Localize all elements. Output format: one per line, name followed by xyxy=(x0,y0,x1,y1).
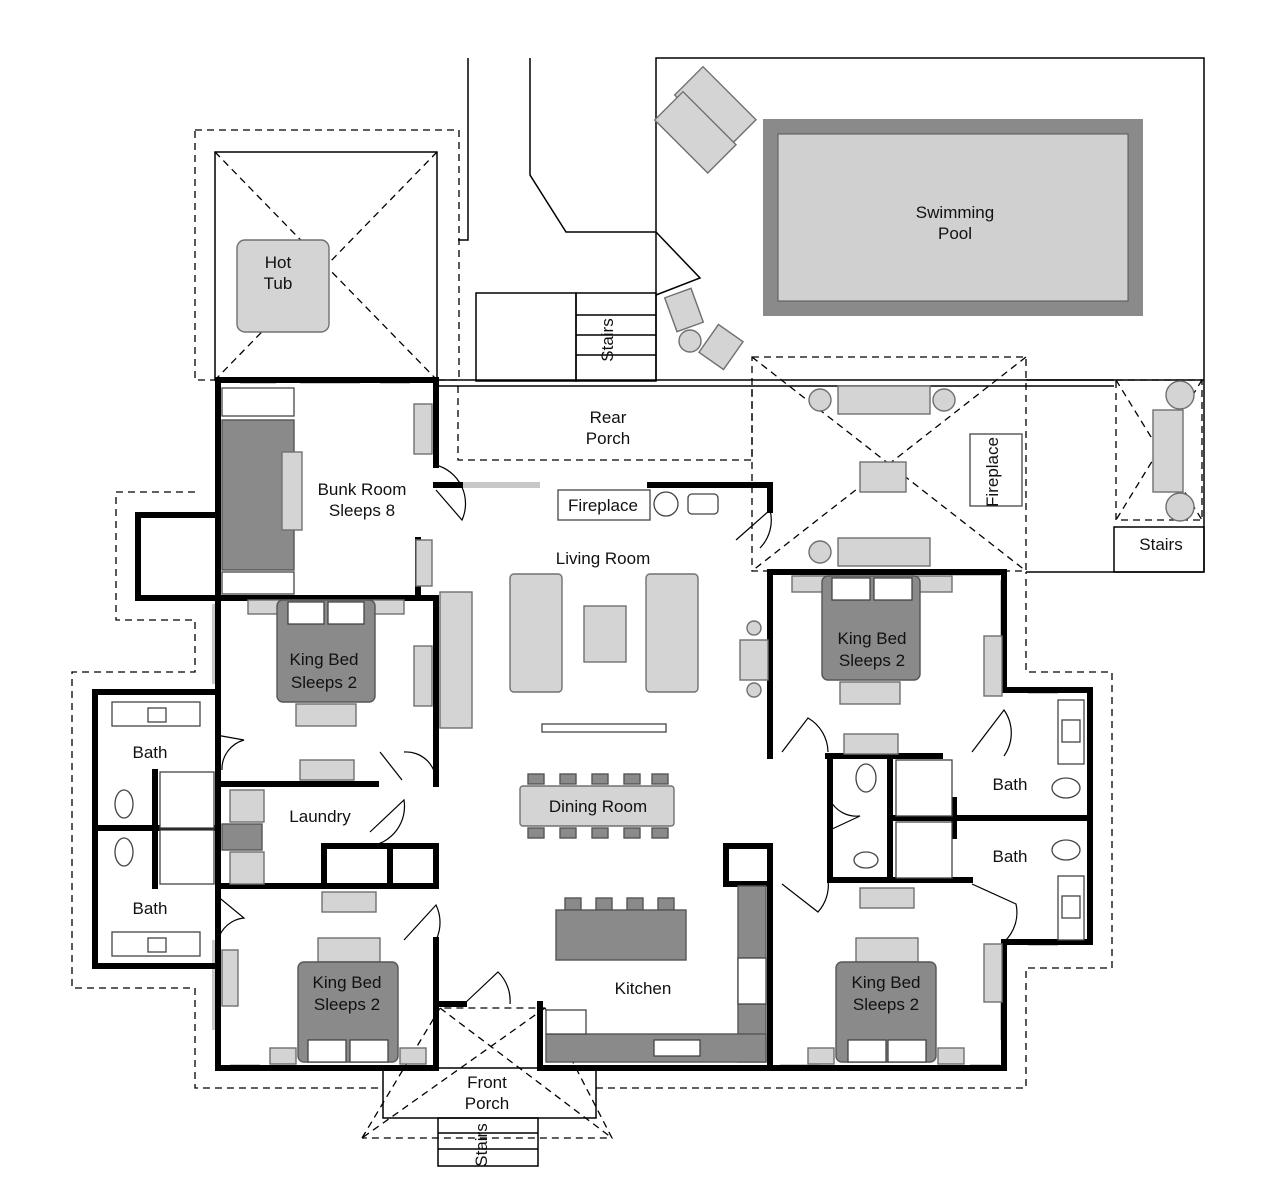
bath-left-top-label: Bath xyxy=(133,743,168,762)
living-room: Fireplace Living Room xyxy=(439,489,769,733)
dining-room-label: Dining Room xyxy=(549,797,647,816)
stairs-front-label: Stairs xyxy=(472,1123,491,1166)
bath-left: Bath Bath xyxy=(111,701,215,957)
fireplace-living-label: Fireplace xyxy=(568,496,638,515)
bed-left-label-line1: King Bed xyxy=(290,650,359,669)
bedroom-bottom-left: King Bed Sleeps 2 xyxy=(221,891,427,1065)
bedroom-bottom-right: King Bed Sleeps 2 xyxy=(807,887,1003,1065)
doors xyxy=(215,464,1018,1005)
bed-bottom-left-label-line2: Sleeps 2 xyxy=(314,995,380,1014)
stairs-right-label: Stairs xyxy=(1139,535,1182,554)
laundry-label: Laundry xyxy=(289,807,351,826)
pool-label-line1: Swimming xyxy=(916,203,994,222)
bedroom-right: King Bed Sleeps 2 xyxy=(791,575,1003,755)
laundry-room: Laundry xyxy=(221,789,351,885)
pool-label-line2: Pool xyxy=(938,224,972,243)
bunk-room: Bunk Room Sleeps 8 xyxy=(221,387,433,595)
rear-porch-label-line1: Rear xyxy=(590,408,627,427)
bed-bottom-right-label-line2: Sleeps 2 xyxy=(853,995,919,1014)
bed-left-label-line2: Sleeps 2 xyxy=(291,673,357,692)
front-porch-label-line2: Porch xyxy=(465,1094,509,1113)
kitchen: Kitchen xyxy=(545,885,767,1063)
bunk-room-label-line2: Sleeps 8 xyxy=(329,501,395,520)
bed-bottom-left-label-line1: King Bed xyxy=(313,973,382,992)
front-porch-label-line1: Front xyxy=(467,1073,507,1092)
hot-tub-label-line2: Tub xyxy=(264,274,293,293)
bath-right-bottom-label: Bath xyxy=(993,847,1028,866)
bed-bottom-right-label-line1: King Bed xyxy=(852,973,921,992)
bed-right-label-line1: King Bed xyxy=(838,629,907,648)
bath-right: Bath Bath xyxy=(853,699,1085,941)
hot-tub-label-line1: Hot xyxy=(265,253,292,272)
fireplace-porch-label: Fireplace xyxy=(983,437,1002,507)
rear-porch-label-line2: Porch xyxy=(586,429,630,448)
lounge-chairs xyxy=(653,65,758,371)
bunk-room-label-line1: Bunk Room xyxy=(318,480,407,499)
walls xyxy=(92,377,1093,1071)
hot-tub-area: Hot Tub xyxy=(194,129,460,381)
bed-right-label-line2: Sleeps 2 xyxy=(839,651,905,670)
rear-porch: Rear Porch xyxy=(457,386,753,461)
stairs-rear-label: Stairs xyxy=(598,318,617,361)
kitchen-label: Kitchen xyxy=(615,979,672,998)
roof-outline xyxy=(71,491,383,1089)
outdoor-area xyxy=(438,57,1205,573)
bath-left-bottom-label: Bath xyxy=(133,899,168,918)
living-room-label: Living Room xyxy=(556,549,651,568)
dining-room: Dining Room xyxy=(519,773,675,839)
bedroom-left: King Bed Sleeps 2 xyxy=(247,599,433,781)
covered-porch-right: Fireplace xyxy=(751,356,1027,572)
side-deck xyxy=(1115,379,1203,522)
swimming-pool: Swimming Pool xyxy=(763,119,1143,316)
bath-right-top-label: Bath xyxy=(993,775,1028,794)
